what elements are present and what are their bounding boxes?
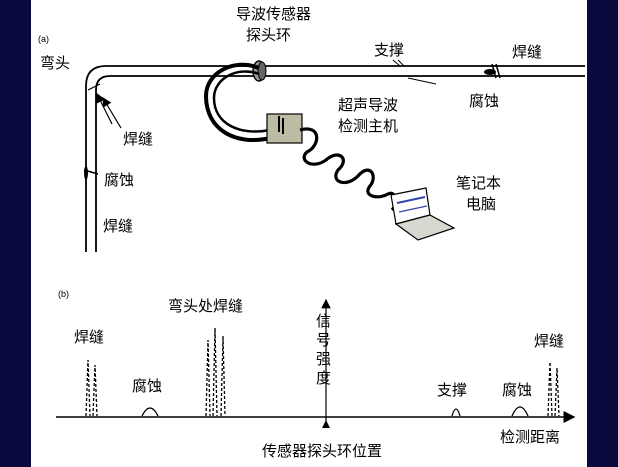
label-laptop-2: 电脑 <box>466 195 496 213</box>
label-sensor-position: 传感器探头环位置 <box>262 442 382 460</box>
corrosion-mark-top <box>484 69 496 75</box>
laptop-icon <box>390 187 456 241</box>
panel-a-tag: (a) <box>38 34 49 44</box>
label-sensor-ring-1: 导波传感器 <box>236 5 311 23</box>
label-support-a: 支撑 <box>374 41 404 59</box>
panel-b-tag: (b) <box>58 289 69 299</box>
pipe <box>85 65 585 252</box>
label-elbow: 弯头 <box>40 54 70 72</box>
label-distance: 检测距离 <box>500 428 560 446</box>
label-weld-left: 焊缝 <box>103 217 133 235</box>
elbow-weld-arrow-2 <box>102 96 122 129</box>
corrosion-mark-left <box>84 166 88 180</box>
label-corrosion-left: 腐蚀 <box>104 171 134 189</box>
label-weld-left-b: 焊缝 <box>74 328 104 346</box>
sensor-ring <box>252 60 267 82</box>
signal-axis-char-1: 信 <box>316 312 331 330</box>
probe-cable <box>203 62 271 143</box>
label-corrosion-right-b: 腐蚀 <box>502 381 532 399</box>
label-support-b: 支撑 <box>437 381 467 399</box>
label-weld-elbow: 焊缝 <box>123 130 153 148</box>
signal-axis-char-3: 强 <box>316 350 331 368</box>
label-laptop-1: 笔记本 <box>456 174 501 192</box>
elbow-weld-arrow <box>96 92 113 125</box>
label-elbow-weld: 弯头处焊缝 <box>168 297 243 315</box>
signal-axis-char-4: 度 <box>316 369 331 387</box>
label-host-2: 检测主机 <box>338 117 398 135</box>
host-cable <box>299 127 398 212</box>
signal-peaks <box>85 327 560 417</box>
label-weld-top-right: 焊缝 <box>512 43 542 61</box>
label-sensor-ring-2: 探头环 <box>246 26 291 44</box>
signal-axis-char-2: 号 <box>316 331 331 349</box>
host-box <box>266 113 303 144</box>
label-weld-right-b: 焊缝 <box>534 332 564 350</box>
label-corrosion-left-b: 腐蚀 <box>132 377 162 395</box>
label-corrosion-top: 腐蚀 <box>469 92 499 110</box>
diagram-panel <box>31 0 587 467</box>
support-mark <box>392 59 437 85</box>
label-host-1: 超声导波 <box>338 96 398 114</box>
